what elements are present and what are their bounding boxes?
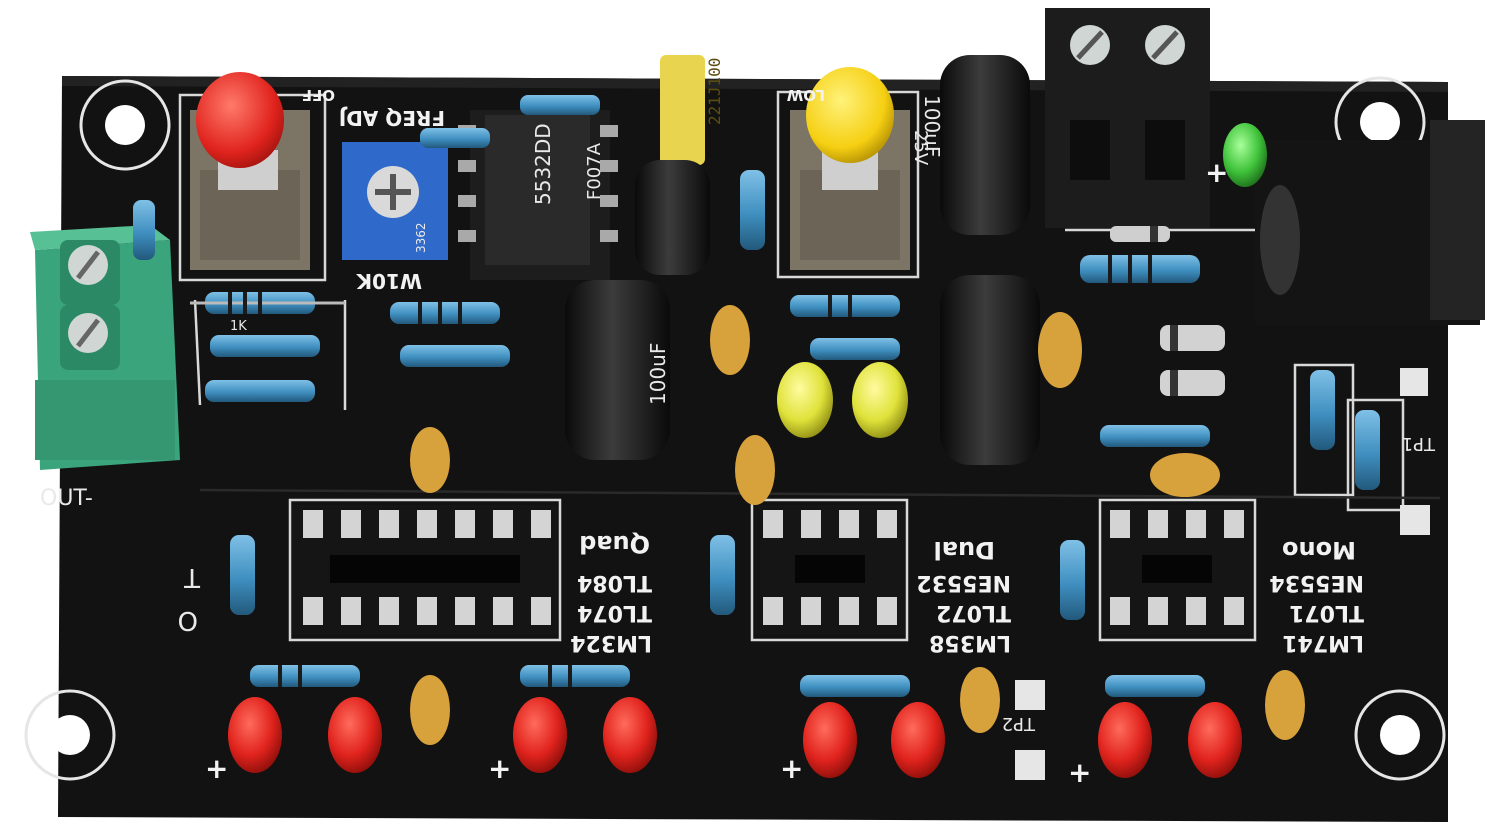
svg-text:1K: 1K (230, 319, 247, 334)
green-led (1223, 123, 1267, 187)
svg-text:Dual: Dual (934, 536, 995, 564)
svg-text:100uF: 100uF (646, 343, 670, 405)
svg-text:FREQ ADJ: FREQ ADJ (339, 106, 445, 130)
test-pads (1015, 368, 1430, 780)
svg-text:TL071: TL071 (1289, 600, 1364, 625)
svg-text:OFF: OFF (302, 86, 335, 104)
red-push-button (190, 72, 310, 270)
svg-text:Quad: Quad (579, 530, 650, 558)
dual-label-group: Dual NE5532 TL072 LM358 (916, 536, 1011, 655)
svg-text:221J100: 221J100 (705, 58, 724, 125)
svg-text:O: O (178, 605, 198, 635)
yellow-led-left (777, 362, 833, 438)
svg-text:25V: 25V (910, 130, 931, 166)
svg-text:TL072: TL072 (936, 600, 1011, 625)
quad-label-group: Quad TL084 TL074 LM324 (570, 530, 652, 655)
svg-text:NE5534: NE5534 (1269, 570, 1364, 595)
green-terminal-block (30, 225, 180, 470)
svg-text:+: + (780, 752, 803, 785)
mounting-hole-bottom-right (1354, 689, 1446, 781)
electrolytic-capacitor-top: 100uF 25V (910, 55, 1030, 235)
resistors (133, 95, 1380, 697)
ic-socket-quad (292, 505, 557, 635)
out-label: OUT- (40, 486, 93, 511)
svg-text:+: + (1068, 756, 1091, 789)
blue-trimmer-potentiometer: 3362 (342, 142, 448, 260)
svg-text:TL074: TL074 (577, 600, 652, 625)
svg-text:+: + (1205, 156, 1228, 189)
svg-text:Mono: Mono (1282, 536, 1356, 564)
mono-label-group: Mono NE5534 TL071 LM741 (1269, 536, 1364, 655)
svg-text:100uF: 100uF (920, 95, 944, 157)
yellow-push-button (790, 67, 910, 270)
svg-text:TL084: TL084 (577, 570, 652, 595)
ceramic-capacitors (410, 305, 1305, 745)
dc-power-jack (1255, 120, 1485, 325)
svg-text:+: + (205, 752, 228, 785)
svg-text:LM324: LM324 (570, 630, 652, 655)
electrolytic-capacitor-mid-left: 100uF (565, 280, 670, 460)
ic-socket-mono (1102, 505, 1252, 635)
red-leds (228, 697, 1242, 778)
ne5532-chip: 5532DD F007A (458, 110, 618, 280)
yellow-led-right (852, 362, 908, 438)
svg-text:LM741: LM741 (1282, 630, 1364, 655)
mounting-hole-bottom-left (24, 689, 116, 781)
mounting-hole-top-left (79, 79, 171, 171)
svg-text:TP1: TP1 (1402, 433, 1436, 454)
black-terminal-block (1045, 8, 1210, 228)
electrolytic-capacitor-small (635, 160, 710, 275)
svg-text:5532DD: 5532DD (531, 123, 555, 205)
svg-text:LOW: LOW (786, 86, 825, 104)
svg-text:NE5532: NE5532 (916, 570, 1011, 595)
svg-text:3362: 3362 (414, 222, 428, 253)
svg-text:TP2: TP2 (1002, 713, 1036, 734)
svg-text:W10K: W10K (355, 269, 422, 293)
electrolytic-capacitor-mid-right (940, 275, 1040, 465)
film-capacitor: 221J100 (660, 55, 724, 165)
diodes (1110, 226, 1225, 396)
svg-text:T: T (184, 562, 201, 592)
svg-text:LM358: LM358 (929, 630, 1011, 655)
svg-text:+: + (488, 752, 511, 785)
ic-socket-dual (755, 505, 905, 635)
svg-text:F007A: F007A (584, 142, 605, 200)
